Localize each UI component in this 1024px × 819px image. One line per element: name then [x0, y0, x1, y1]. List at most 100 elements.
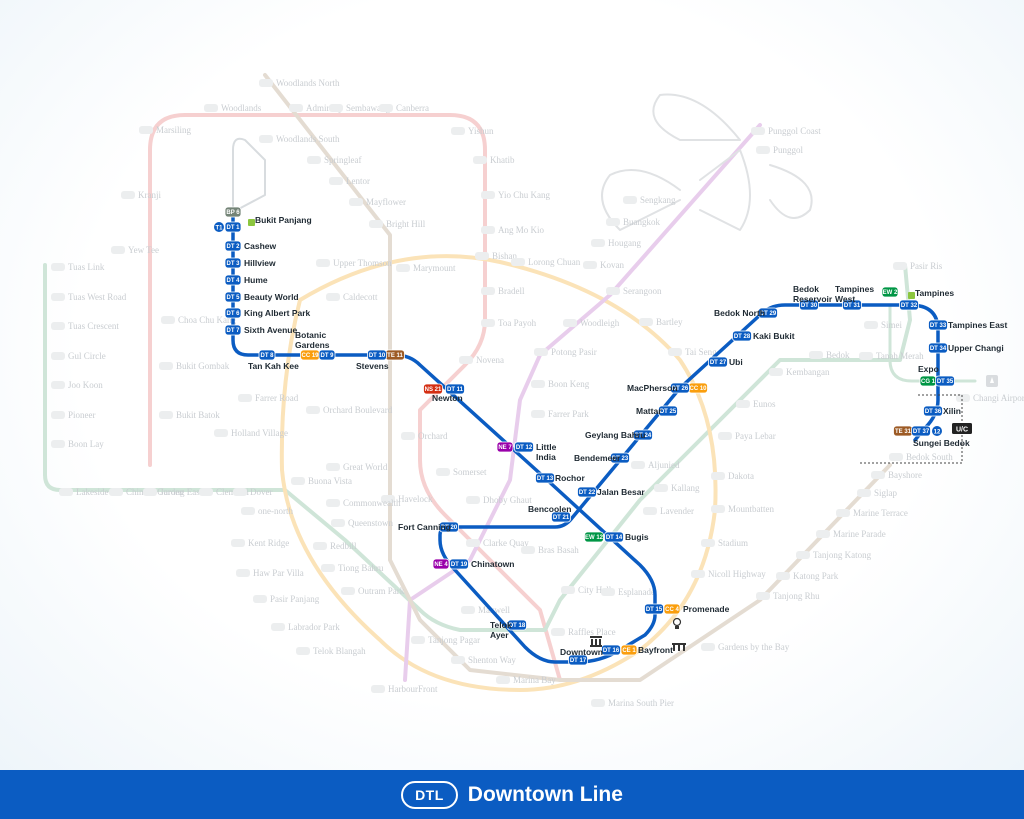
- interchange-code-badge[interactable]: NS 21: [423, 383, 443, 395]
- dtl-station-code-badge[interactable]: DT 30: [799, 299, 819, 311]
- dtl-station-name: Expo: [918, 364, 939, 374]
- interchange-code-badge[interactable]: NE 7: [496, 441, 514, 453]
- dtl-station-code-badge[interactable]: DT 1: [224, 221, 242, 233]
- interchange-code-badge[interactable]: BP 6: [224, 206, 242, 218]
- dtl-station-code-badge[interactable]: DT 10: [367, 349, 387, 361]
- dtl-station-code-badge[interactable]: DT 36: [923, 405, 943, 417]
- dtl-station-code-badge[interactable]: DT 28: [732, 330, 752, 342]
- dtl-station-code-badge[interactable]: DT 2: [224, 240, 242, 252]
- dtl-station-code-badge[interactable]: DT 13: [535, 472, 555, 484]
- dtl-station-code-badge[interactable]: DT 16: [601, 644, 621, 656]
- background-station-name: Woodlands North: [276, 78, 340, 88]
- dtl-station-code-badge[interactable]: DT 12: [514, 441, 534, 453]
- interchange-code-badge[interactable]: CC 10: [688, 382, 708, 394]
- background-station-name: Serangoon: [623, 286, 662, 296]
- dtl-station-code-badge[interactable]: DT 33: [928, 319, 948, 331]
- lrt-terminal-badge: T1: [214, 222, 224, 232]
- dtl-station-code-badge[interactable]: DT 26: [670, 382, 690, 394]
- dtl-station-code-badge[interactable]: DT 5: [224, 291, 242, 303]
- interchange-code-badge[interactable]: NE 4: [432, 558, 450, 570]
- dtl-station-name: Rochor: [555, 473, 585, 483]
- dtl-station-code-badge[interactable]: DT 20: [439, 521, 459, 533]
- background-station: Pasir Ris: [893, 261, 943, 271]
- background-station: Simei: [864, 320, 903, 330]
- interchange-code-badge[interactable]: TE 11: [385, 349, 405, 361]
- interchange-code-badge[interactable]: CC 19: [300, 349, 320, 361]
- dtl-station-name: Chinatown: [471, 559, 514, 569]
- dtl-station-code-badge[interactable]: DT 23: [610, 452, 630, 464]
- dtl-station-code-badge[interactable]: DT 21: [551, 511, 571, 523]
- dtl-station-code-badge[interactable]: DT 6: [224, 307, 242, 319]
- interchange-code-badge[interactable]: TE 31: [893, 425, 913, 437]
- dtl-station-code-badge[interactable]: DT 15: [644, 603, 664, 615]
- dtl-station-code-badge[interactable]: DT 35: [935, 375, 955, 387]
- interchange-code-badge[interactable]: CE 1: [620, 644, 638, 656]
- dtl-station-code-badge[interactable]: DT 24: [633, 429, 653, 441]
- dtl-station-code-badge[interactable]: DT 34: [928, 342, 948, 354]
- background-station-name: Lavender: [660, 506, 694, 516]
- interchange-code-badge[interactable]: CG 1: [919, 375, 937, 387]
- dtl-station-code-badge[interactable]: DT 14: [604, 531, 624, 543]
- dtl-station-code-badge[interactable]: DT 17: [568, 654, 588, 666]
- dtl-station-code-badge[interactable]: DT 22: [577, 486, 597, 498]
- dtl-station-code-badge[interactable]: DT 8: [258, 349, 276, 361]
- dtl-station-code-badge[interactable]: DT 19: [449, 558, 469, 570]
- background-station-name: Somerset: [453, 467, 487, 477]
- interchange-code-badge[interactable]: CC 4: [663, 603, 681, 615]
- dtl-station-code-badge[interactable]: DT 37: [911, 425, 931, 437]
- dtl-station-code-badge[interactable]: DT 9: [318, 349, 336, 361]
- dtl-station-code-badge[interactable]: DT 29: [758, 307, 778, 319]
- interchange-code-badge[interactable]: EW 2: [881, 286, 899, 298]
- background-station: Clementi: [199, 487, 249, 497]
- dtl-station-code-badge[interactable]: DT 31: [842, 299, 862, 311]
- dtl-station-code-badge[interactable]: DT 27: [708, 356, 728, 368]
- under-construction-marker: U/C: [858, 394, 972, 464]
- dtl-station-code-badge[interactable]: DT 3: [224, 257, 242, 269]
- dtl-station-code-badge[interactable]: DT 7: [224, 324, 242, 336]
- dtl-station-code-badge[interactable]: DT 32: [899, 299, 919, 311]
- dtl-station-code-badge[interactable]: DT 18: [507, 619, 527, 631]
- dtl-station-name: Bedok North: [714, 308, 765, 318]
- dtl-station-code-badge[interactable]: DT 4: [224, 274, 242, 286]
- dtl-station-code-badge[interactable]: DT 25: [658, 405, 678, 417]
- dtl-station-code-badge[interactable]: DT 11: [445, 383, 465, 395]
- interchange-code-badge[interactable]: EW 12: [584, 531, 604, 543]
